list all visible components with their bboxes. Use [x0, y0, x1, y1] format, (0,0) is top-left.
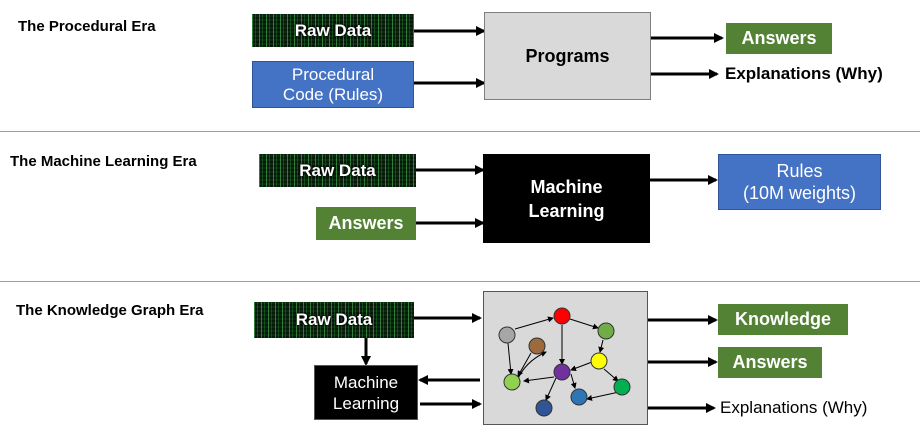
procedural-answers-box: Answers — [726, 23, 832, 54]
graph-node-red — [553, 307, 571, 325]
graph-node-green — [597, 322, 615, 340]
graph-edge — [514, 316, 554, 330]
graph-edge — [545, 377, 557, 401]
ml-rules-line1: Rules — [776, 161, 823, 181]
graph-node-yellow — [590, 352, 608, 370]
kg-raw-data-box: Raw Data — [254, 302, 414, 338]
knowledge-graph-box — [483, 291, 648, 425]
procedural-code-line1: Procedural — [291, 64, 375, 84]
graph-edge — [507, 342, 514, 375]
procedural-code-box: Procedural Code (Rules) — [252, 61, 414, 108]
procedural-explanations-text: Explanations (Why) — [725, 64, 883, 83]
kg-machine-learning-box: Machine Learning — [314, 365, 418, 420]
procedural-raw-data-box: Raw Data — [252, 14, 414, 47]
separator-2 — [0, 281, 920, 282]
ml-era-title: The Machine Learning Era — [10, 153, 197, 170]
ml-box-line1: Machine — [530, 176, 603, 197]
graph-node-green2 — [613, 378, 631, 396]
graph-node-navy — [535, 399, 553, 417]
separator-1 — [0, 131, 920, 132]
knowledge-graph — [498, 307, 631, 417]
ml-raw-data-box: Raw Data — [259, 154, 416, 187]
kg-answers-box: Answers — [718, 347, 822, 378]
procedural-era-title: The Procedural Era — [18, 18, 156, 35]
ml-rules-box: Rules (10M weights) — [718, 154, 881, 210]
graph-edge — [598, 339, 605, 353]
kg-ml-line2: Learning — [332, 393, 400, 413]
graph-node-lightgreen — [503, 373, 521, 391]
ml-answers-box: Answers — [316, 207, 416, 240]
kg-knowledge-box: Knowledge — [718, 304, 848, 335]
graph-edge — [523, 376, 555, 384]
graph-edge — [569, 318, 599, 330]
graph-node-gray — [498, 326, 516, 344]
graph-edge — [570, 373, 577, 389]
programs-box: Programs — [484, 12, 651, 100]
graph-node-purple — [553, 363, 571, 381]
ml-rules-line2: (10M weights) — [742, 183, 857, 203]
graph-edge — [570, 361, 593, 372]
kg-explanations-text: Explanations (Why) — [720, 398, 868, 417]
graph-node-blue — [570, 388, 588, 406]
procedural-code-line2: Code (Rules) — [282, 84, 384, 104]
kg-ml-line1: Machine — [333, 372, 399, 392]
graph-edge — [586, 391, 620, 401]
ml-box-line2: Learning — [528, 200, 605, 221]
graph-edge — [603, 368, 619, 382]
graph-node-brown — [528, 337, 546, 355]
kg-era-title: The Knowledge Graph Era — [16, 302, 204, 319]
graph-edge — [517, 352, 532, 377]
ml-machine-learning-box: Machine Learning — [483, 154, 650, 243]
